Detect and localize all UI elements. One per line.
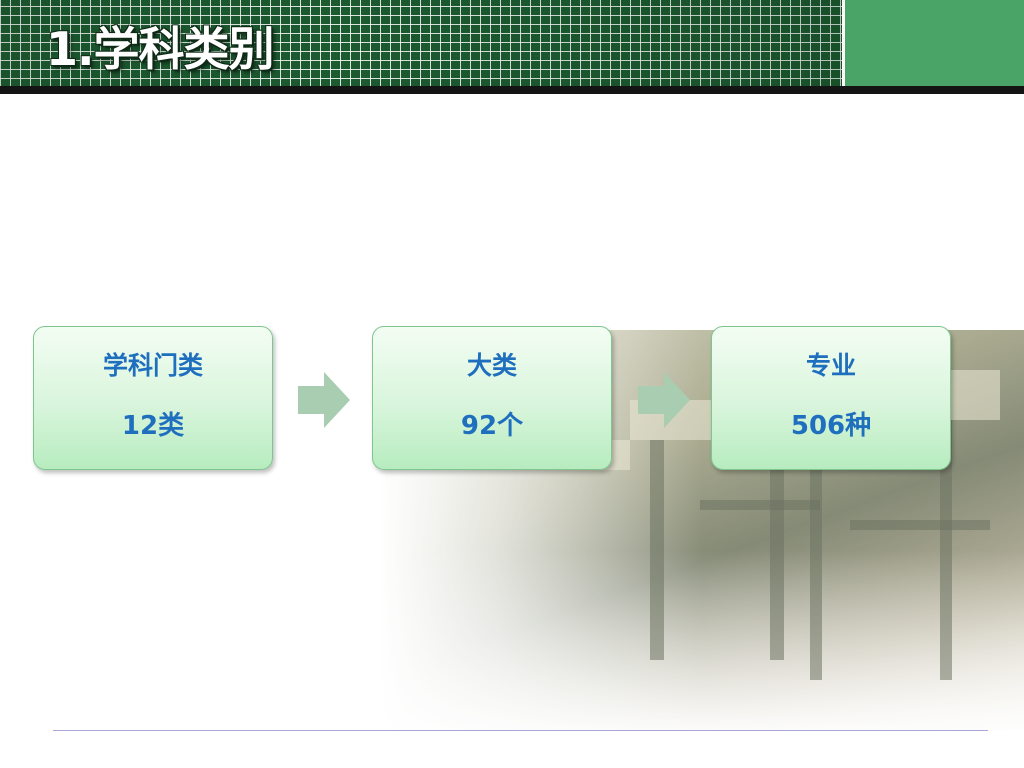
page-title: 1.学科类别 [46, 22, 274, 76]
header-band: 1.学科类别 [0, 0, 1024, 96]
flow-box-label: 学科门类 [102, 351, 203, 380]
flow-box-value: 12类 [121, 411, 185, 441]
flow-box-label: 大类 [466, 351, 517, 380]
flow-box-value: 506种 [790, 411, 872, 441]
header-green-block [845, 0, 1024, 88]
header-divider-bar [0, 86, 1024, 94]
footer-divider-line [53, 730, 988, 731]
right-arrow-icon [298, 372, 350, 428]
flow-box-label: 专业 [805, 351, 856, 380]
flow-box-specialties: 专业 506种 [711, 326, 951, 470]
flow-box-value: 92个 [460, 411, 524, 441]
flow-box-discipline-categories: 学科门类 12类 [33, 326, 273, 470]
flow-box-major-categories: 大类 92个 [372, 326, 612, 470]
header-grid-pattern [0, 0, 842, 88]
right-arrow-icon [638, 372, 690, 428]
